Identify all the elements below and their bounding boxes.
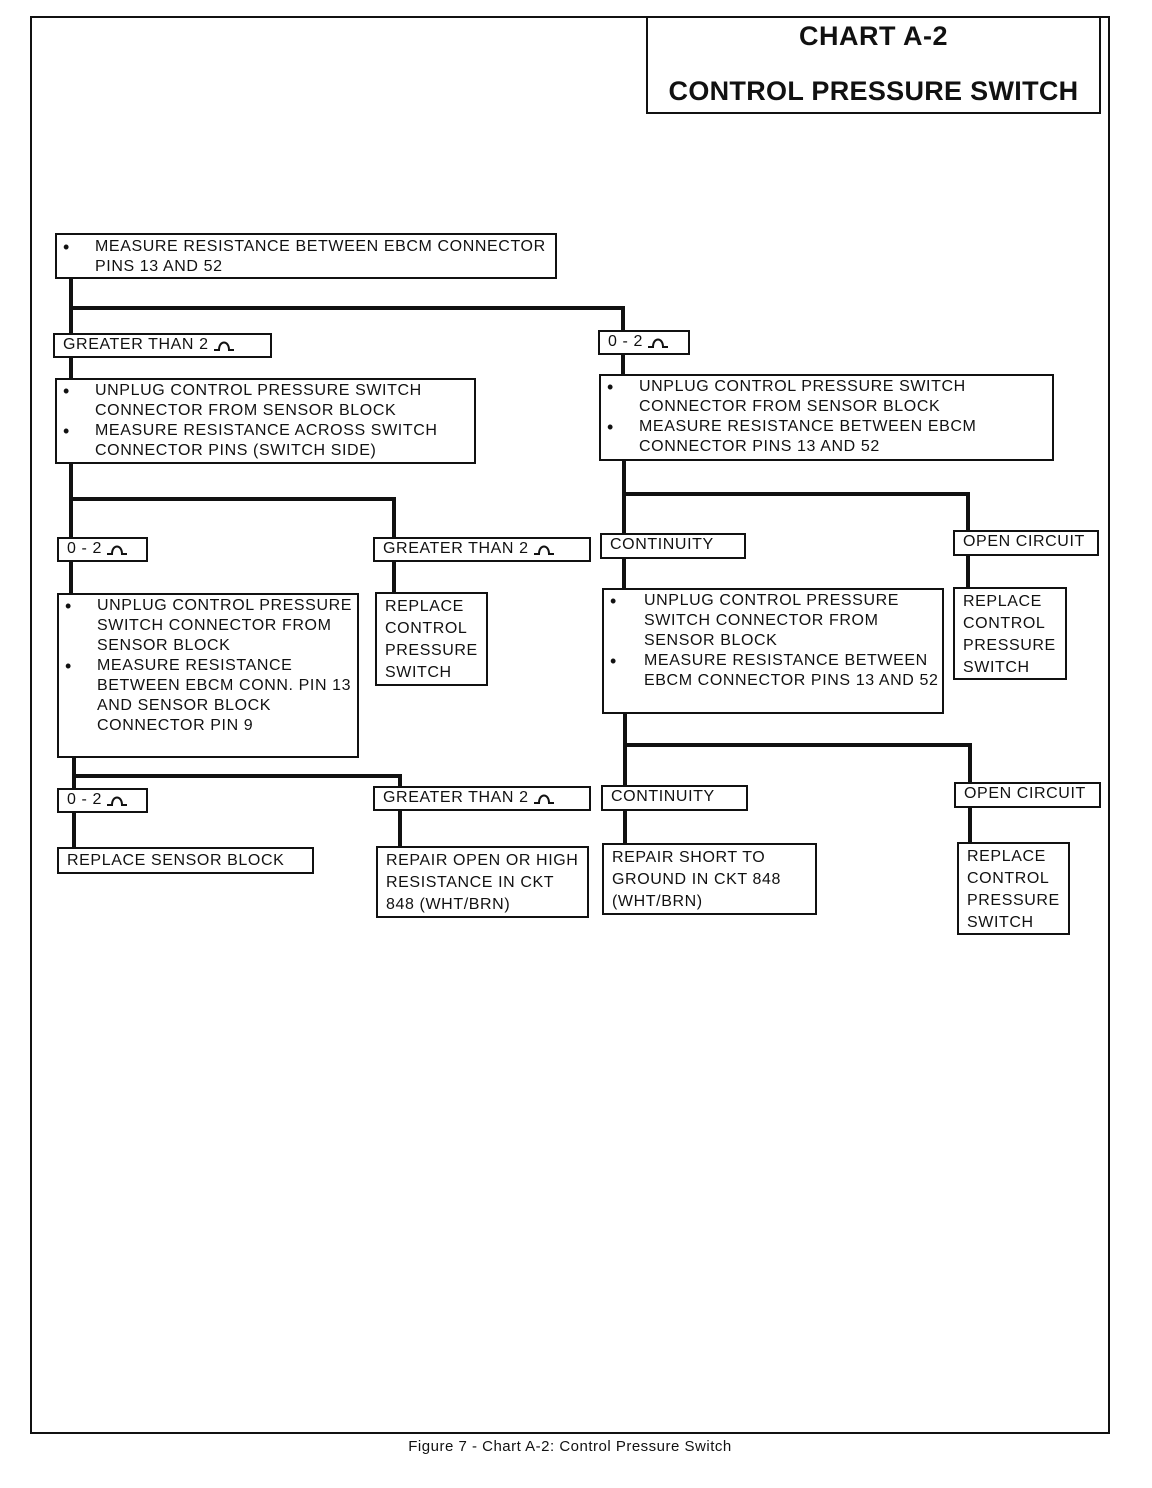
step-bullet: UNPLUG CONTROL PRESSURE SWITCH CONNECTOR…: [601, 377, 1052, 417]
connector: [623, 743, 972, 747]
result-continuity: CONTINUITY: [601, 785, 748, 811]
action-replace-switch: REPLACE CONTROL PRESSURE SWITCH: [953, 587, 1067, 680]
step-bullet: UNPLUG CONTROL PRESSURE SWITCH CONNECTOR…: [59, 596, 357, 656]
page-frame: [30, 16, 1110, 1434]
action-replace-sensor-block: REPLACE SENSOR BLOCK: [57, 847, 314, 874]
step-unplug-measure-right: UNPLUG CONTROL PRESSURE SWITCH CONNECTOR…: [602, 588, 944, 714]
connector: [69, 306, 625, 310]
action-replace-switch: REPLACE CONTROL PRESSURE SWITCH: [957, 842, 1070, 935]
step-measure-pin9: UNPLUG CONTROL PRESSURE SWITCH CONNECTOR…: [57, 593, 359, 758]
connector: [966, 554, 970, 588]
step-bullet: UNPLUG CONTROL PRESSURE SWITCH CONNECTOR…: [604, 591, 942, 651]
connector: [392, 561, 396, 595]
connector: [72, 810, 76, 850]
connector: [69, 561, 73, 595]
result-label-text: 0 - 2: [608, 333, 644, 350]
result-label-text: 0 - 2: [67, 540, 103, 557]
connector: [398, 774, 402, 788]
connector: [621, 354, 625, 378]
step-bullet: UNPLUG CONTROL PRESSURE SWITCH CONNECTOR…: [57, 381, 474, 421]
connector: [623, 808, 627, 846]
result-label-text: 0 - 2: [67, 791, 103, 808]
chart-title: CHART A-2: [799, 21, 948, 51]
result-open-circuit: OPEN CIRCUIT: [953, 530, 1099, 556]
result-zero-to-2: 0 - 2: [57, 788, 148, 813]
ohm-symbol-icon: [648, 338, 669, 348]
ohm-symbol-icon: [107, 545, 128, 555]
connector: [72, 774, 402, 778]
step-bullet: MEASURE RESISTANCE BETWEEN EBCM CONNECTO…: [57, 237, 555, 277]
connector: [622, 492, 970, 496]
result-label-text: GREATER THAN 2: [63, 336, 209, 353]
connector: [69, 356, 73, 380]
step-unplug-switch-right: UNPLUG CONTROL PRESSURE SWITCH CONNECTOR…: [599, 374, 1054, 461]
result-open-circuit: OPEN CIRCUIT: [954, 782, 1101, 808]
connector: [622, 460, 626, 535]
ohm-symbol-icon: [533, 545, 554, 555]
connector: [968, 743, 972, 783]
result-zero-to-2: 0 - 2: [57, 537, 148, 562]
connector: [966, 492, 970, 532]
result-label-text: GREATER THAN 2: [383, 540, 529, 557]
connector: [623, 712, 627, 788]
result-greater-than-2: GREATER THAN 2: [53, 333, 272, 358]
ohm-symbol-icon: [107, 796, 128, 806]
step-bullet: MEASURE RESISTANCE BETWEEN EBCM CONNECTO…: [601, 417, 1052, 457]
step-bullet: MEASURE RESISTANCE BETWEEN EBCM CONN. PI…: [59, 656, 357, 736]
result-greater-than-2: GREATER THAN 2: [373, 537, 591, 562]
action-replace-switch: REPLACE CONTROL PRESSURE SWITCH: [375, 592, 488, 686]
connector: [968, 805, 972, 845]
connector: [69, 497, 396, 501]
action-repair-short: REPAIR SHORT TO GROUND IN CKT 848 (WHT/B…: [602, 843, 817, 915]
result-greater-than-2: GREATER THAN 2: [373, 786, 591, 811]
figure-caption: Figure 7 - Chart A-2: Control Pressure S…: [408, 1438, 732, 1455]
step-unplug-switch-left: UNPLUG CONTROL PRESSURE SWITCH CONNECTOR…: [55, 378, 476, 464]
connector: [398, 810, 402, 848]
step-bullet: MEASURE RESISTANCE ACROSS SWITCH CONNECT…: [57, 421, 474, 461]
result-label-text: GREATER THAN 2: [383, 789, 529, 806]
chart-subtitle: CONTROL PRESSURE SWITCH: [668, 76, 1079, 106]
ohm-symbol-icon: [533, 794, 554, 804]
connector: [622, 557, 626, 589]
step-measure-resistance: MEASURE RESISTANCE BETWEEN EBCM CONNECTO…: [55, 233, 557, 279]
action-repair-open: REPAIR OPEN OR HIGH RESISTANCE IN CKT 84…: [376, 846, 589, 918]
result-continuity: CONTINUITY: [600, 533, 746, 559]
connector: [72, 757, 76, 790]
connector: [621, 306, 625, 332]
ohm-symbol-icon: [213, 341, 234, 351]
connector: [69, 463, 73, 539]
connector: [392, 497, 396, 539]
step-bullet: MEASURE RESISTANCE BETWEEN EBCM CONNECTO…: [604, 651, 942, 691]
chart-title-box: CHART A-2 CONTROL PRESSURE SWITCH: [646, 16, 1101, 114]
result-zero-to-2: 0 - 2: [598, 330, 690, 355]
